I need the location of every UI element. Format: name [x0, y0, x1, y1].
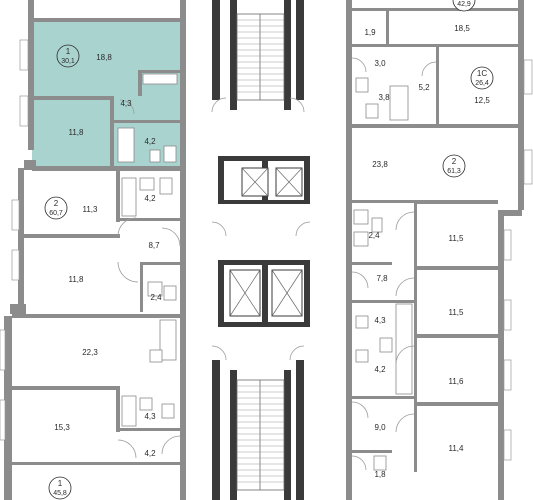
apartment-area: 30,1	[61, 58, 75, 65]
apartment-area: 26,4	[475, 80, 489, 87]
room-area-label: 4,3	[120, 99, 132, 108]
apartment-number: 1	[58, 479, 63, 488]
elevator-large-1	[229, 269, 261, 317]
apartment-number: 1С	[477, 69, 487, 78]
apartment-number: 2	[54, 199, 59, 208]
stair-bottom	[236, 379, 285, 491]
room-area-label: 4,2	[374, 365, 386, 374]
room-area-label: 2,4	[368, 231, 380, 240]
room-area-label: 18,8	[96, 53, 112, 62]
room-area-label: 11,4	[449, 444, 465, 453]
room-area-label: 3,8	[378, 93, 390, 102]
room-area-label: 5,2	[418, 83, 430, 92]
room-area-label: 11,5	[449, 234, 465, 243]
apartment-area: 42,9	[457, 1, 471, 8]
room-area-label: 1,8	[374, 470, 386, 479]
room-area-label: 8,7	[148, 241, 160, 250]
room-area-label: 4,3	[374, 316, 386, 325]
apartment-area: 61,3	[447, 168, 461, 175]
room-area-label: 23,8	[372, 160, 388, 169]
apartment-badge-1-bottom[interactable]: 1 45,8	[48, 476, 72, 500]
elevator-large-2	[271, 269, 303, 317]
apartment-badge-2-left[interactable]: 2 60,7	[44, 196, 68, 220]
room-area-label: 4,2	[144, 449, 156, 458]
apartment-badge-top-right[interactable]: 42,9	[452, 0, 476, 12]
room-area-label: 11,8	[69, 128, 85, 137]
room-area-label: 11,6	[449, 377, 465, 386]
apartment-area: 45,8	[53, 490, 67, 497]
room-area-label: 4,3	[144, 412, 156, 421]
room-area-label: 7,8	[376, 274, 388, 283]
elevator-small-1	[241, 167, 269, 197]
room-area-label: 11,8	[69, 275, 85, 284]
room-area-label: 12,5	[474, 96, 490, 105]
room-area-label: 11,3	[83, 205, 99, 214]
room-area-label: 15,3	[54, 423, 70, 432]
room-area-label: 11,5	[449, 308, 465, 317]
room-area-label: 9,0	[374, 423, 386, 432]
room-area-label: 4,2	[144, 137, 156, 146]
stair-top	[236, 13, 285, 101]
room-area-label: 2,4	[150, 293, 162, 302]
apartment-badge-1-top[interactable]: 1 30,1	[56, 44, 80, 68]
apartment-number: 1	[66, 47, 71, 56]
elevator-small-2	[275, 167, 303, 197]
room-area-label: 1,9	[364, 28, 376, 37]
room-area-label: 22,3	[82, 348, 98, 357]
room-area-label: 3,0	[374, 59, 386, 68]
room-area-label: 4,2	[144, 194, 156, 203]
apartment-area: 60,7	[49, 210, 63, 217]
apartment-badge-1c[interactable]: 1С 26,4	[470, 66, 494, 90]
apartment-highlight[interactable]	[32, 20, 182, 168]
room-area-label: 18,5	[454, 24, 470, 33]
apartment-number: 2	[452, 157, 457, 166]
apartment-badge-2-right[interactable]: 2 61,3	[442, 154, 466, 178]
